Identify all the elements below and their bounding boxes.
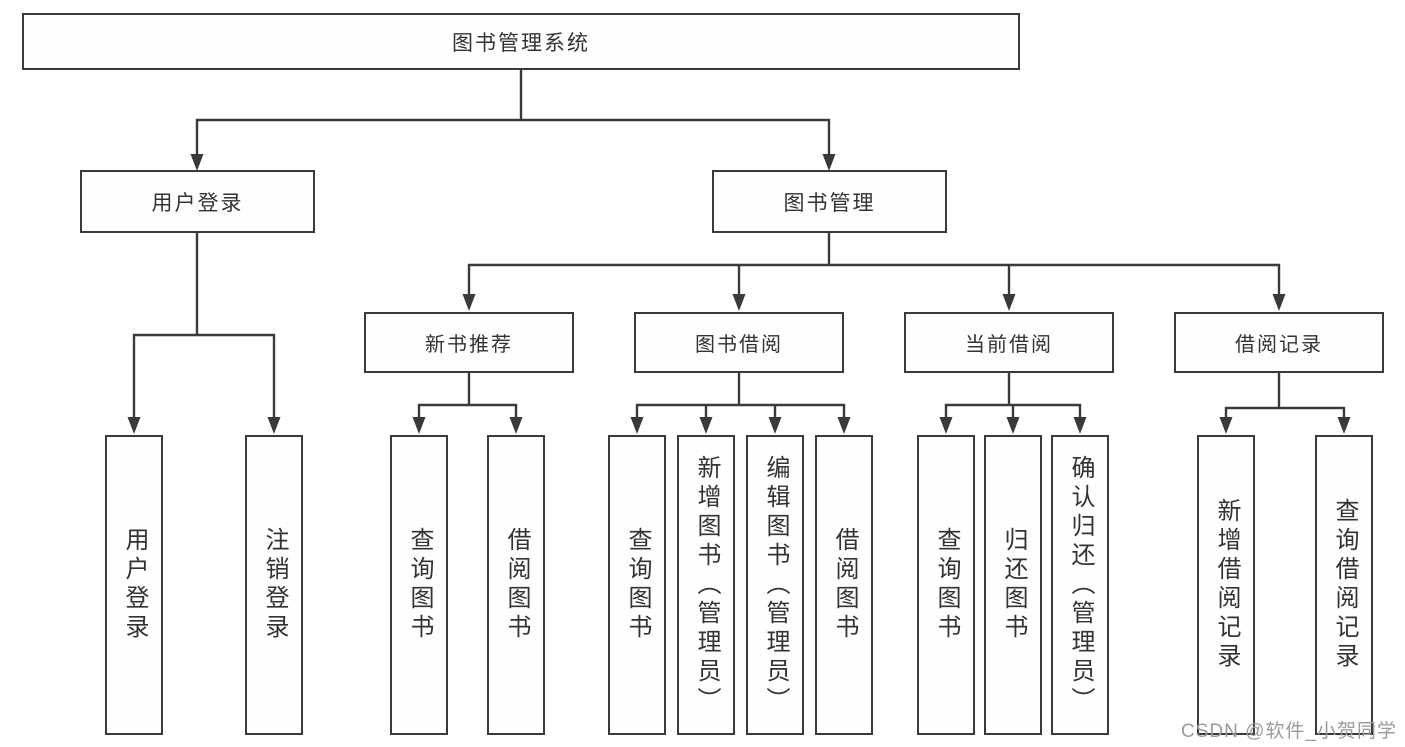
node-label: 用户登录	[151, 191, 244, 215]
node-book-borrowing: 图书借阅	[634, 312, 844, 373]
leaf-add-books-admin: 新增图书（管理员）	[677, 435, 735, 735]
node-label: 新书推荐	[425, 334, 513, 356]
node-label: 图书管理系统	[452, 31, 590, 55]
node-user-login-module: 用户登录	[80, 170, 315, 233]
leaf-borrow-books-recommend: 借阅图书	[487, 435, 545, 735]
leaf-label: 借阅图书	[831, 527, 858, 643]
leaf-label: 编辑图书（管理员）	[762, 454, 789, 716]
leaf-query-borrow-record: 查询借阅记录	[1315, 435, 1373, 735]
leaf-label: 查询图书	[624, 527, 651, 643]
node-new-book-recommendation: 新书推荐	[364, 312, 574, 373]
leaf-label: 用户登录	[121, 527, 148, 643]
node-book-management-module: 图书管理	[712, 170, 947, 233]
leaf-label: 新增图书（管理员）	[693, 454, 720, 716]
leaf-user-login: 用户登录	[105, 435, 163, 735]
leaf-label: 查询借阅记录	[1331, 498, 1358, 672]
leaf-label: 确认归还（管理员）	[1067, 454, 1094, 716]
node-label: 图书管理	[783, 191, 876, 215]
node-borrowing-records: 借阅记录	[1174, 312, 1384, 373]
leaf-query-books-borrowing: 查询图书	[608, 435, 666, 735]
leaf-query-books-current: 查询图书	[917, 435, 975, 735]
leaf-label: 借阅图书	[503, 527, 530, 643]
leaf-add-borrow-record: 新增借阅记录	[1197, 435, 1255, 735]
leaf-label: 注销登录	[261, 527, 288, 643]
leaf-label: 查询图书	[933, 527, 960, 643]
node-current-borrowing: 当前借阅	[904, 312, 1114, 373]
node-label: 当前借阅	[965, 334, 1053, 356]
leaf-query-books-recommend: 查询图书	[390, 435, 448, 735]
arrowheads	[127, 154, 1351, 434]
node-label: 图书借阅	[695, 334, 783, 356]
node-library-management-system: 图书管理系统	[22, 13, 1020, 70]
leaf-confirm-return-admin: 确认归还（管理员）	[1051, 435, 1109, 735]
leaf-label: 新增借阅记录	[1213, 498, 1240, 672]
leaf-borrow-books: 借阅图书	[815, 435, 873, 735]
leaf-return-books: 归还图书	[984, 435, 1042, 735]
leaf-logout: 注销登录	[245, 435, 303, 735]
node-label: 借阅记录	[1235, 334, 1323, 356]
leaf-label: 查询图书	[406, 527, 433, 643]
csdn-watermark: CSDN @软件_小贺同学	[1181, 721, 1397, 742]
leaf-edit-books-admin: 编辑图书（管理员）	[746, 435, 804, 735]
leaf-label: 归还图书	[1000, 527, 1027, 643]
